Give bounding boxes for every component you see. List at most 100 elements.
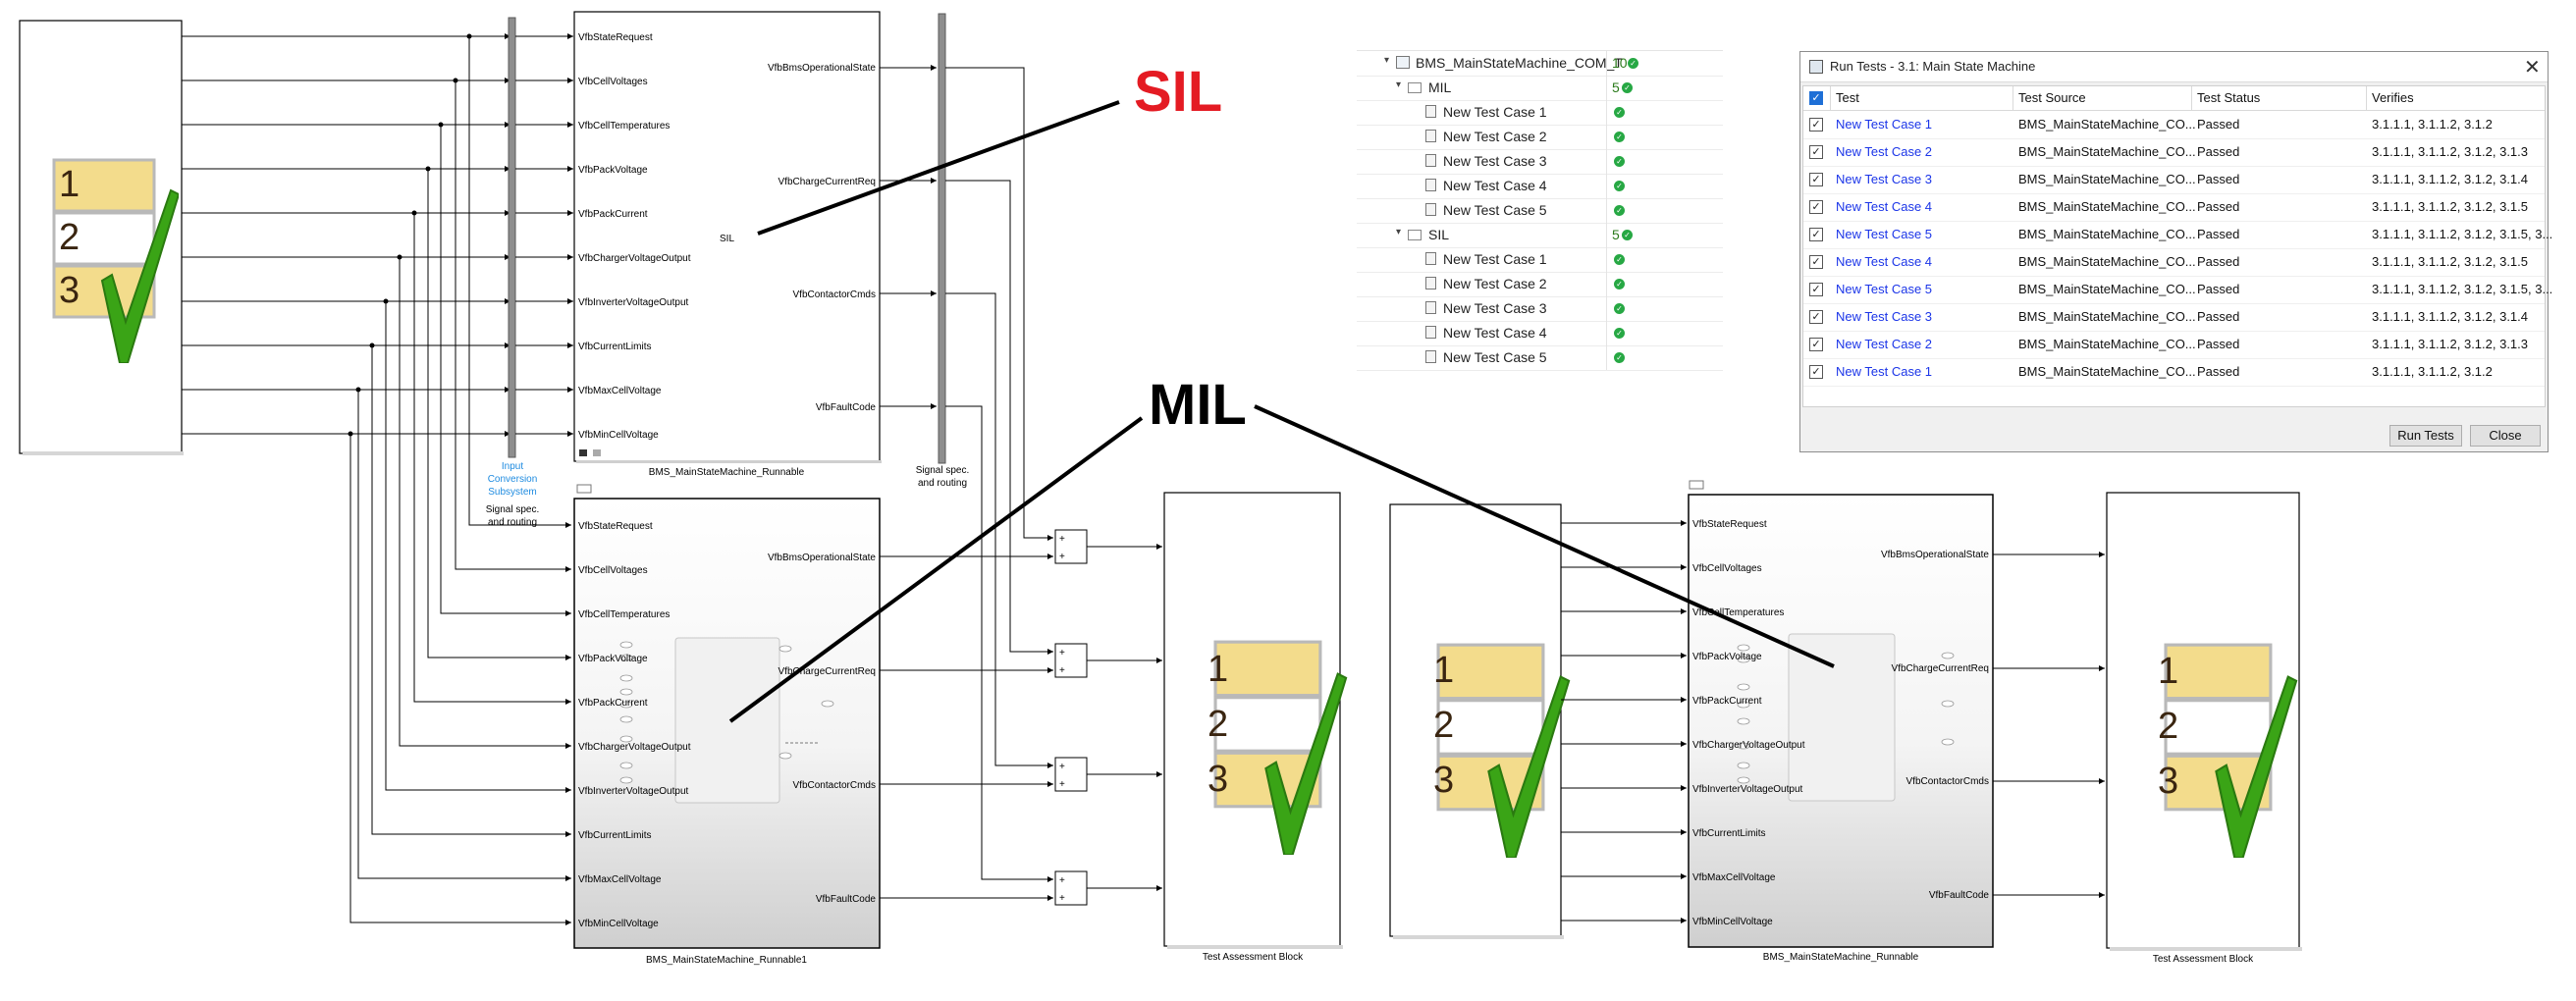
collapse-icon[interactable]: ▾ [1384, 55, 1390, 66]
row-checkbox[interactable]: ✓ [1809, 173, 1823, 186]
test-case-icon [1425, 326, 1436, 339]
test-link[interactable]: New Test Case 3 [1836, 309, 1933, 324]
tree-sil-case-3[interactable]: New Test Case 3 ✓ [1357, 296, 1723, 322]
test-link[interactable]: New Test Case 2 [1836, 144, 1933, 159]
col-source[interactable]: Test Source [2018, 90, 2086, 105]
test-file-icon [1396, 56, 1410, 69]
src-right-tile-2: 2 [1433, 705, 1454, 746]
tree-case-name: New Test Case 3 [1443, 300, 1547, 316]
test-case-icon [1425, 154, 1436, 167]
sum-2-sign-a: + [1059, 648, 1065, 659]
row-checkbox[interactable]: ✓ [1809, 283, 1823, 296]
close-button[interactable]: Close [2470, 425, 2541, 447]
runnable-top-in-10: VfbMinCellVoltage [578, 430, 659, 441]
runnable-bottom-in-1: VfbStateRequest [578, 521, 653, 532]
tree-sil-row[interactable]: ▾ SIL 5 ✓ [1357, 223, 1723, 248]
test-tree-panel: ▾ BMS_MainStateMachine_COM_T 10 ✓ ▾ MIL … [1357, 50, 1723, 373]
dialog-title-bar[interactable]: Run Tests - 3.1: Main State Machine ✕ [1800, 52, 2548, 82]
runnable-top-in-5: VfbPackCurrent [578, 209, 648, 220]
signal-spec-bar[interactable] [938, 13, 946, 464]
row-checkbox[interactable]: ✓ [1809, 365, 1823, 379]
tree-mil-case-4[interactable]: New Test Case 4 ✓ [1357, 174, 1723, 199]
tree-sil-count: 5 [1612, 227, 1620, 242]
runnable-top-out-2: VfbChargeCurrentReq [778, 177, 877, 187]
results-table: ✓ Test Test Source Test Status Verifies … [1802, 85, 2552, 407]
sum-block-2[interactable]: + + [1054, 643, 1088, 678]
test-status: Passed [2197, 117, 2240, 132]
select-all-checkbox[interactable]: ✓ [1809, 91, 1823, 105]
signal-spec-label-2: and routing [918, 478, 967, 489]
sum-block-3[interactable]: + + [1054, 757, 1088, 792]
runnable-bottom-out-2: VfbChargeCurrentReq [778, 666, 877, 677]
tile-1: 1 [59, 164, 80, 205]
pass-icon: ✓ [1614, 205, 1625, 216]
test-link[interactable]: New Test Case 1 [1836, 364, 1933, 379]
runnable-right-out-3: VfbContactorCmds [1906, 776, 1989, 787]
row-checkbox[interactable]: ✓ [1809, 200, 1823, 214]
folder-icon [1408, 230, 1422, 240]
runnable-bottom-toggle[interactable] [576, 484, 592, 494]
test-link[interactable]: New Test Case 1 [1836, 117, 1933, 132]
tree-mil-case-2[interactable]: New Test Case 2 ✓ [1357, 125, 1723, 150]
test-status: Passed [2197, 172, 2240, 186]
runnable-right-in-7: VfbInverterVoltageOutput [1692, 784, 1803, 795]
test-verifies: 3.1.1.1, 3.1.1.2, 3.1.2 [2372, 364, 2493, 379]
test-link[interactable]: New Test Case 5 [1836, 227, 1933, 241]
col-test[interactable]: Test [1836, 90, 1859, 105]
collapse-icon[interactable]: ▾ [1396, 227, 1402, 237]
assessment-left-caption: Test Assessment Block [1203, 952, 1304, 963]
row-checkbox[interactable]: ✓ [1809, 118, 1823, 132]
tree-sil-case-1[interactable]: New Test Case 1 ✓ [1357, 247, 1723, 273]
folder-icon [1408, 82, 1422, 93]
col-status[interactable]: Test Status [2197, 90, 2261, 105]
tree-mil-case-5[interactable]: New Test Case 5 ✓ [1357, 198, 1723, 224]
pass-icon: ✓ [1614, 352, 1625, 363]
test-case-icon [1425, 130, 1436, 142]
lock-icon [579, 449, 587, 456]
test-link[interactable]: New Test Case 5 [1836, 282, 1933, 296]
row-checkbox[interactable]: ✓ [1809, 338, 1823, 351]
tree-root-row[interactable]: ▾ BMS_MainStateMachine_COM_T 10 ✓ [1357, 51, 1723, 77]
runnable-right-in-8: VfbCurrentLimits [1692, 828, 1765, 839]
runnable-top-in-6: VfbChargerVoltageOutput [578, 253, 691, 264]
sum-block-1[interactable]: + + [1054, 529, 1088, 564]
pass-icon: ✓ [1614, 181, 1625, 191]
tree-mil-case-3[interactable]: New Test Case 3 ✓ [1357, 149, 1723, 175]
runnable-top-block[interactable] [573, 11, 881, 462]
test-link[interactable]: New Test Case 2 [1836, 337, 1933, 351]
test-link[interactable]: New Test Case 4 [1836, 254, 1933, 269]
test-verifies: 3.1.1.1, 3.1.1.2, 3.1.2, 3.1.5, 3... [2372, 227, 2553, 241]
run-tests-button[interactable]: Run Tests [2389, 425, 2462, 447]
tree-sil-case-5[interactable]: New Test Case 5 ✓ [1357, 345, 1723, 371]
test-link[interactable]: New Test Case 3 [1836, 172, 1933, 186]
row-checkbox[interactable]: ✓ [1809, 255, 1823, 269]
input-conversion-bar[interactable] [508, 17, 516, 458]
runnable-bottom-out-4: VfbFaultCode [816, 894, 877, 905]
collapse-icon[interactable]: ▾ [1396, 79, 1402, 90]
row-checkbox[interactable]: ✓ [1809, 228, 1823, 241]
runnable-right-toggle[interactable] [1689, 480, 1704, 490]
runnable-bottom-in-2: VfbCellVoltages [578, 565, 648, 576]
row-checkbox[interactable]: ✓ [1809, 310, 1823, 324]
row-checkbox[interactable]: ✓ [1809, 145, 1823, 159]
tree-mil-row[interactable]: ▾ MIL 5 ✓ [1357, 76, 1723, 101]
app-icon [1809, 60, 1823, 74]
tree-sil-case-2[interactable]: New Test Case 2 ✓ [1357, 272, 1723, 297]
col-verifies[interactable]: Verifies [2372, 90, 2414, 105]
tree-sil-case-4[interactable]: New Test Case 4 ✓ [1357, 321, 1723, 346]
close-icon[interactable]: ✕ [2524, 57, 2541, 79]
sum-block-4[interactable]: + + [1054, 870, 1088, 906]
test-link[interactable]: New Test Case 4 [1836, 199, 1933, 214]
tree-mil-case-1[interactable]: New Test Case 1 ✓ [1357, 100, 1723, 126]
